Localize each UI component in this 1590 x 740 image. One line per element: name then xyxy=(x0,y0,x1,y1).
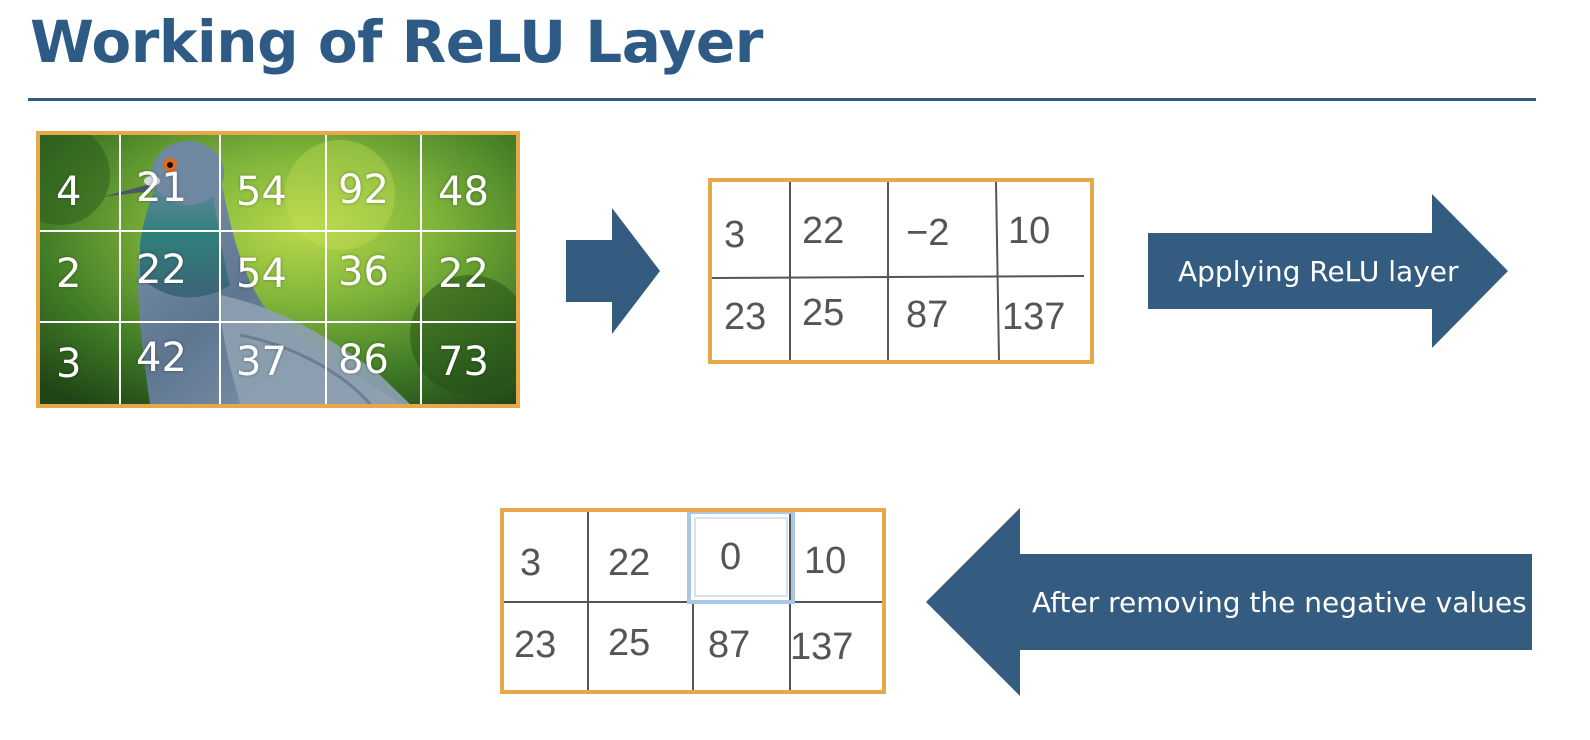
right-arrow-icon xyxy=(566,208,660,334)
image-cell: 54 xyxy=(236,251,287,297)
image-cell: 2 xyxy=(56,251,82,297)
image-cell: 22 xyxy=(438,251,489,297)
page-title: Working of ReLU Layer xyxy=(30,8,763,76)
image-cell: 48 xyxy=(438,169,489,215)
relu-arrow-icon xyxy=(1148,194,1508,348)
matrix-cell: 3 xyxy=(724,214,746,256)
pigeon-photo-icon xyxy=(40,135,516,404)
image-cell: 21 xyxy=(136,165,187,211)
matrix-cell: 87 xyxy=(708,624,751,666)
image-cell: 36 xyxy=(338,249,389,295)
image-cell: 4 xyxy=(56,169,82,215)
matrix-cell: 3 xyxy=(520,542,542,584)
input-matrix-grid-lines xyxy=(712,182,1085,360)
matrix-cell: 87 xyxy=(906,294,949,336)
title-underline xyxy=(28,98,1536,101)
matrix-cell: 137 xyxy=(790,626,854,668)
matrix-cell: 10 xyxy=(804,540,847,582)
image-cell: 22 xyxy=(136,247,187,293)
remove-negatives-arrow-label: After removing the negative values xyxy=(1032,586,1527,619)
image-cell: 42 xyxy=(136,335,187,381)
image-grid-lines xyxy=(40,135,516,404)
image-cell: 86 xyxy=(338,337,389,383)
pigeon-image-grid: 4 21 54 92 48 2 22 54 36 22 3 42 37 86 7… xyxy=(36,131,520,408)
image-cell: 73 xyxy=(438,339,489,385)
matrix-cell: 23 xyxy=(724,296,767,338)
matrix-cell: 23 xyxy=(514,624,557,666)
output-matrix-grid-lines xyxy=(504,512,882,690)
matrix-cell: 137 xyxy=(1002,296,1066,338)
image-cell: 92 xyxy=(338,167,389,213)
matrix-cell: 25 xyxy=(802,292,845,334)
matrix-cell: 22 xyxy=(608,542,651,584)
matrix-cell: 10 xyxy=(1008,210,1051,252)
matrix-cell: −2 xyxy=(906,212,950,254)
matrix-cell: 22 xyxy=(802,210,845,252)
input-matrix: 3 22 −2 10 23 25 87 137 xyxy=(708,178,1094,364)
image-cell: 54 xyxy=(236,169,287,215)
relu-arrow-label: Applying ReLU layer xyxy=(1178,255,1459,288)
output-matrix: 3 22 0 10 23 25 87 137 xyxy=(500,508,886,694)
left-arrow-icon xyxy=(926,508,1532,696)
highlighted-matrix-cell: 0 xyxy=(720,536,742,578)
matrix-cell: 25 xyxy=(608,622,651,664)
image-cell: 37 xyxy=(236,339,287,385)
image-cell: 3 xyxy=(56,341,82,387)
